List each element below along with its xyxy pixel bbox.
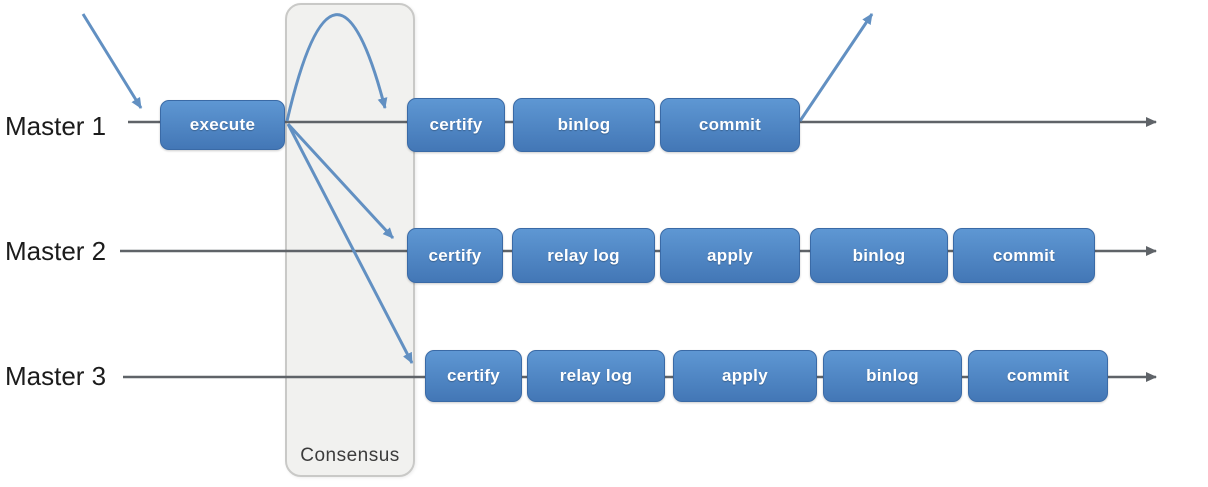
consensus-label: Consensus [300,445,400,466]
row-label-master-1: Master 1 [5,111,107,141]
step-box-certify-m3: certify [425,350,522,402]
step-box-certify-m1: certify [407,98,505,152]
step-box-binlog-m1: binlog [513,98,655,152]
row-label-master-3: Master 3 [5,361,107,391]
commit-response-arrow [798,13,874,122]
step-box-apply-m3: apply [673,350,817,402]
step-box-certify-m2: certify [407,228,503,283]
step-box-binlog-m2: binlog [810,228,948,283]
step-box-apply-m2: apply [660,228,800,283]
step-box-commit-m2: commit [953,228,1095,283]
consensus-region: Consensus [285,3,415,477]
step-box-binlog-m3: binlog [823,350,962,402]
incoming-request-arrow [81,13,143,109]
step-box-commit-m1: commit [660,98,800,152]
step-box-commit-m3: commit [968,350,1108,402]
step-box-execute-m1: execute [160,100,285,150]
step-box-relay-log-m3: relay log [527,350,665,402]
row-label-master-2: Master 2 [5,236,107,266]
step-box-relay-log-m2: relay log [512,228,655,283]
